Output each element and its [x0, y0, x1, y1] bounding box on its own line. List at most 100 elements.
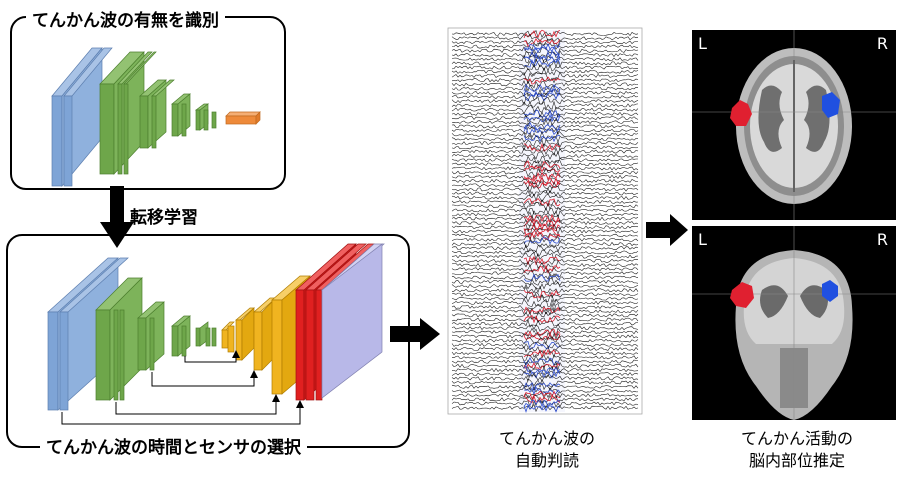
eeg-trace	[451, 184, 639, 194]
transfer-learning-label: 転移学習	[130, 208, 198, 228]
eeg-highlight-trace	[523, 399, 561, 409]
eeg-highlight-trace	[523, 213, 561, 224]
eeg-trace	[451, 118, 639, 127]
eeg-highlight-trace	[523, 108, 561, 119]
eeg-trace	[451, 277, 639, 286]
eeg-trace	[451, 38, 638, 47]
top-green-layer-2	[139, 79, 175, 149]
eeg-highlight-trace	[523, 113, 561, 123]
eeg-trace	[452, 113, 639, 123]
coronal-right-label: R	[876, 230, 888, 249]
eeg-trace	[451, 181, 638, 190]
eeg-trace	[451, 167, 639, 178]
eeg-caption: てんかん波の 自動判読	[472, 428, 622, 472]
eeg-trace	[451, 67, 639, 76]
eeg-trace	[451, 327, 639, 337]
mri-coronal-view: L R	[692, 226, 896, 420]
bottom-green-layer-3	[171, 315, 191, 357]
eeg-trace	[451, 391, 639, 400]
eeg-trace	[451, 147, 639, 156]
eeg-trace	[451, 311, 639, 321]
eeg-highlight-trace	[523, 46, 561, 55]
skip-connections	[61, 350, 304, 425]
eeg-trace	[451, 298, 639, 307]
eeg-trace	[451, 50, 639, 60]
left-activity-marker	[730, 100, 752, 126]
eeg-highlight-trace	[523, 404, 561, 414]
eeg-highlight-trace	[523, 314, 561, 324]
eeg-highlight-trace	[523, 197, 561, 207]
eeg-trace	[451, 92, 639, 101]
eeg-highlight-trace	[523, 369, 561, 379]
eeg-highlight-trace	[523, 121, 561, 130]
eeg-trace	[451, 239, 639, 249]
bottom-blue-layer	[47, 257, 129, 411]
eeg-trace	[451, 109, 639, 118]
eeg-trace	[451, 332, 639, 341]
bottom-network-diagram	[47, 243, 385, 425]
top-blue-layer	[51, 47, 113, 187]
eeg-trace	[451, 341, 639, 349]
eeg-highlight-trace	[523, 92, 561, 102]
eeg-highlight-trace	[523, 135, 561, 143]
eeg-highlight-trace	[523, 171, 561, 182]
bottom-green-layer-4	[195, 321, 217, 347]
eeg-trace	[451, 218, 639, 228]
eeg-highlight-trace	[523, 361, 561, 371]
eeg-highlight-trace	[523, 126, 561, 135]
eeg-trace	[451, 361, 639, 371]
eeg-trace	[451, 231, 639, 240]
eeg-trace	[451, 307, 639, 316]
eeg-trace	[451, 151, 639, 160]
eeg-trace	[452, 354, 639, 362]
eeg-highlight-trace	[523, 365, 561, 374]
axial-left-label: L	[698, 34, 707, 53]
eeg-highlight-trace	[523, 255, 561, 266]
eeg-trace	[451, 33, 639, 43]
eeg-trace	[451, 138, 639, 148]
eeg-highlight-trace	[523, 273, 561, 282]
eeg-trace	[451, 222, 639, 233]
eeg-highlight-trace	[523, 340, 561, 350]
eeg-trace	[451, 105, 639, 115]
eeg-trace	[451, 236, 639, 244]
eeg-highlight-trace	[523, 180, 561, 189]
eeg-trace	[451, 163, 639, 174]
eeg-highlight-trace	[523, 58, 561, 68]
eeg-highlight-trace	[523, 348, 561, 359]
eeg-highlight-trace	[523, 76, 561, 85]
top-network-diagram	[51, 47, 261, 187]
coronal-right-activity-marker	[822, 280, 838, 302]
eeg-trace	[451, 63, 639, 72]
eeg-trace	[451, 291, 639, 299]
axial-right-label: R	[876, 34, 888, 53]
eeg-trace	[451, 264, 639, 274]
eeg-waveform-panel	[447, 27, 643, 415]
eeg-trace	[452, 268, 639, 278]
arrow-to-mri	[646, 214, 688, 246]
eeg-highlight-trace	[523, 176, 561, 186]
eeg-trace	[451, 252, 639, 262]
eeg-trace	[451, 382, 639, 391]
eeg-trace	[452, 202, 639, 211]
eeg-trace	[451, 159, 639, 169]
eeg-trace	[451, 244, 639, 253]
eeg-trace	[451, 323, 639, 332]
top-panel-title: てんかん波の有無を識別	[26, 9, 225, 33]
eeg-trace	[451, 172, 639, 181]
eeg-highlight-trace	[523, 142, 561, 152]
eeg-trace	[451, 345, 639, 354]
mri-axial-view: L R	[692, 30, 896, 220]
eeg-trace	[451, 176, 638, 185]
bottom-panel-title: てんかん波の時間とセンサの選択	[40, 436, 307, 460]
eeg-trace	[451, 80, 639, 89]
eeg-trace	[451, 256, 639, 265]
eeg-trace	[451, 42, 639, 51]
eeg-trace	[451, 318, 639, 328]
eeg-highlight-trace	[523, 386, 561, 396]
eeg-trace	[451, 399, 639, 409]
eeg-trace	[451, 364, 639, 375]
mri-caption: てんかん活動の 脳内部位推定	[722, 428, 872, 472]
top-green-layer-3	[171, 93, 191, 137]
